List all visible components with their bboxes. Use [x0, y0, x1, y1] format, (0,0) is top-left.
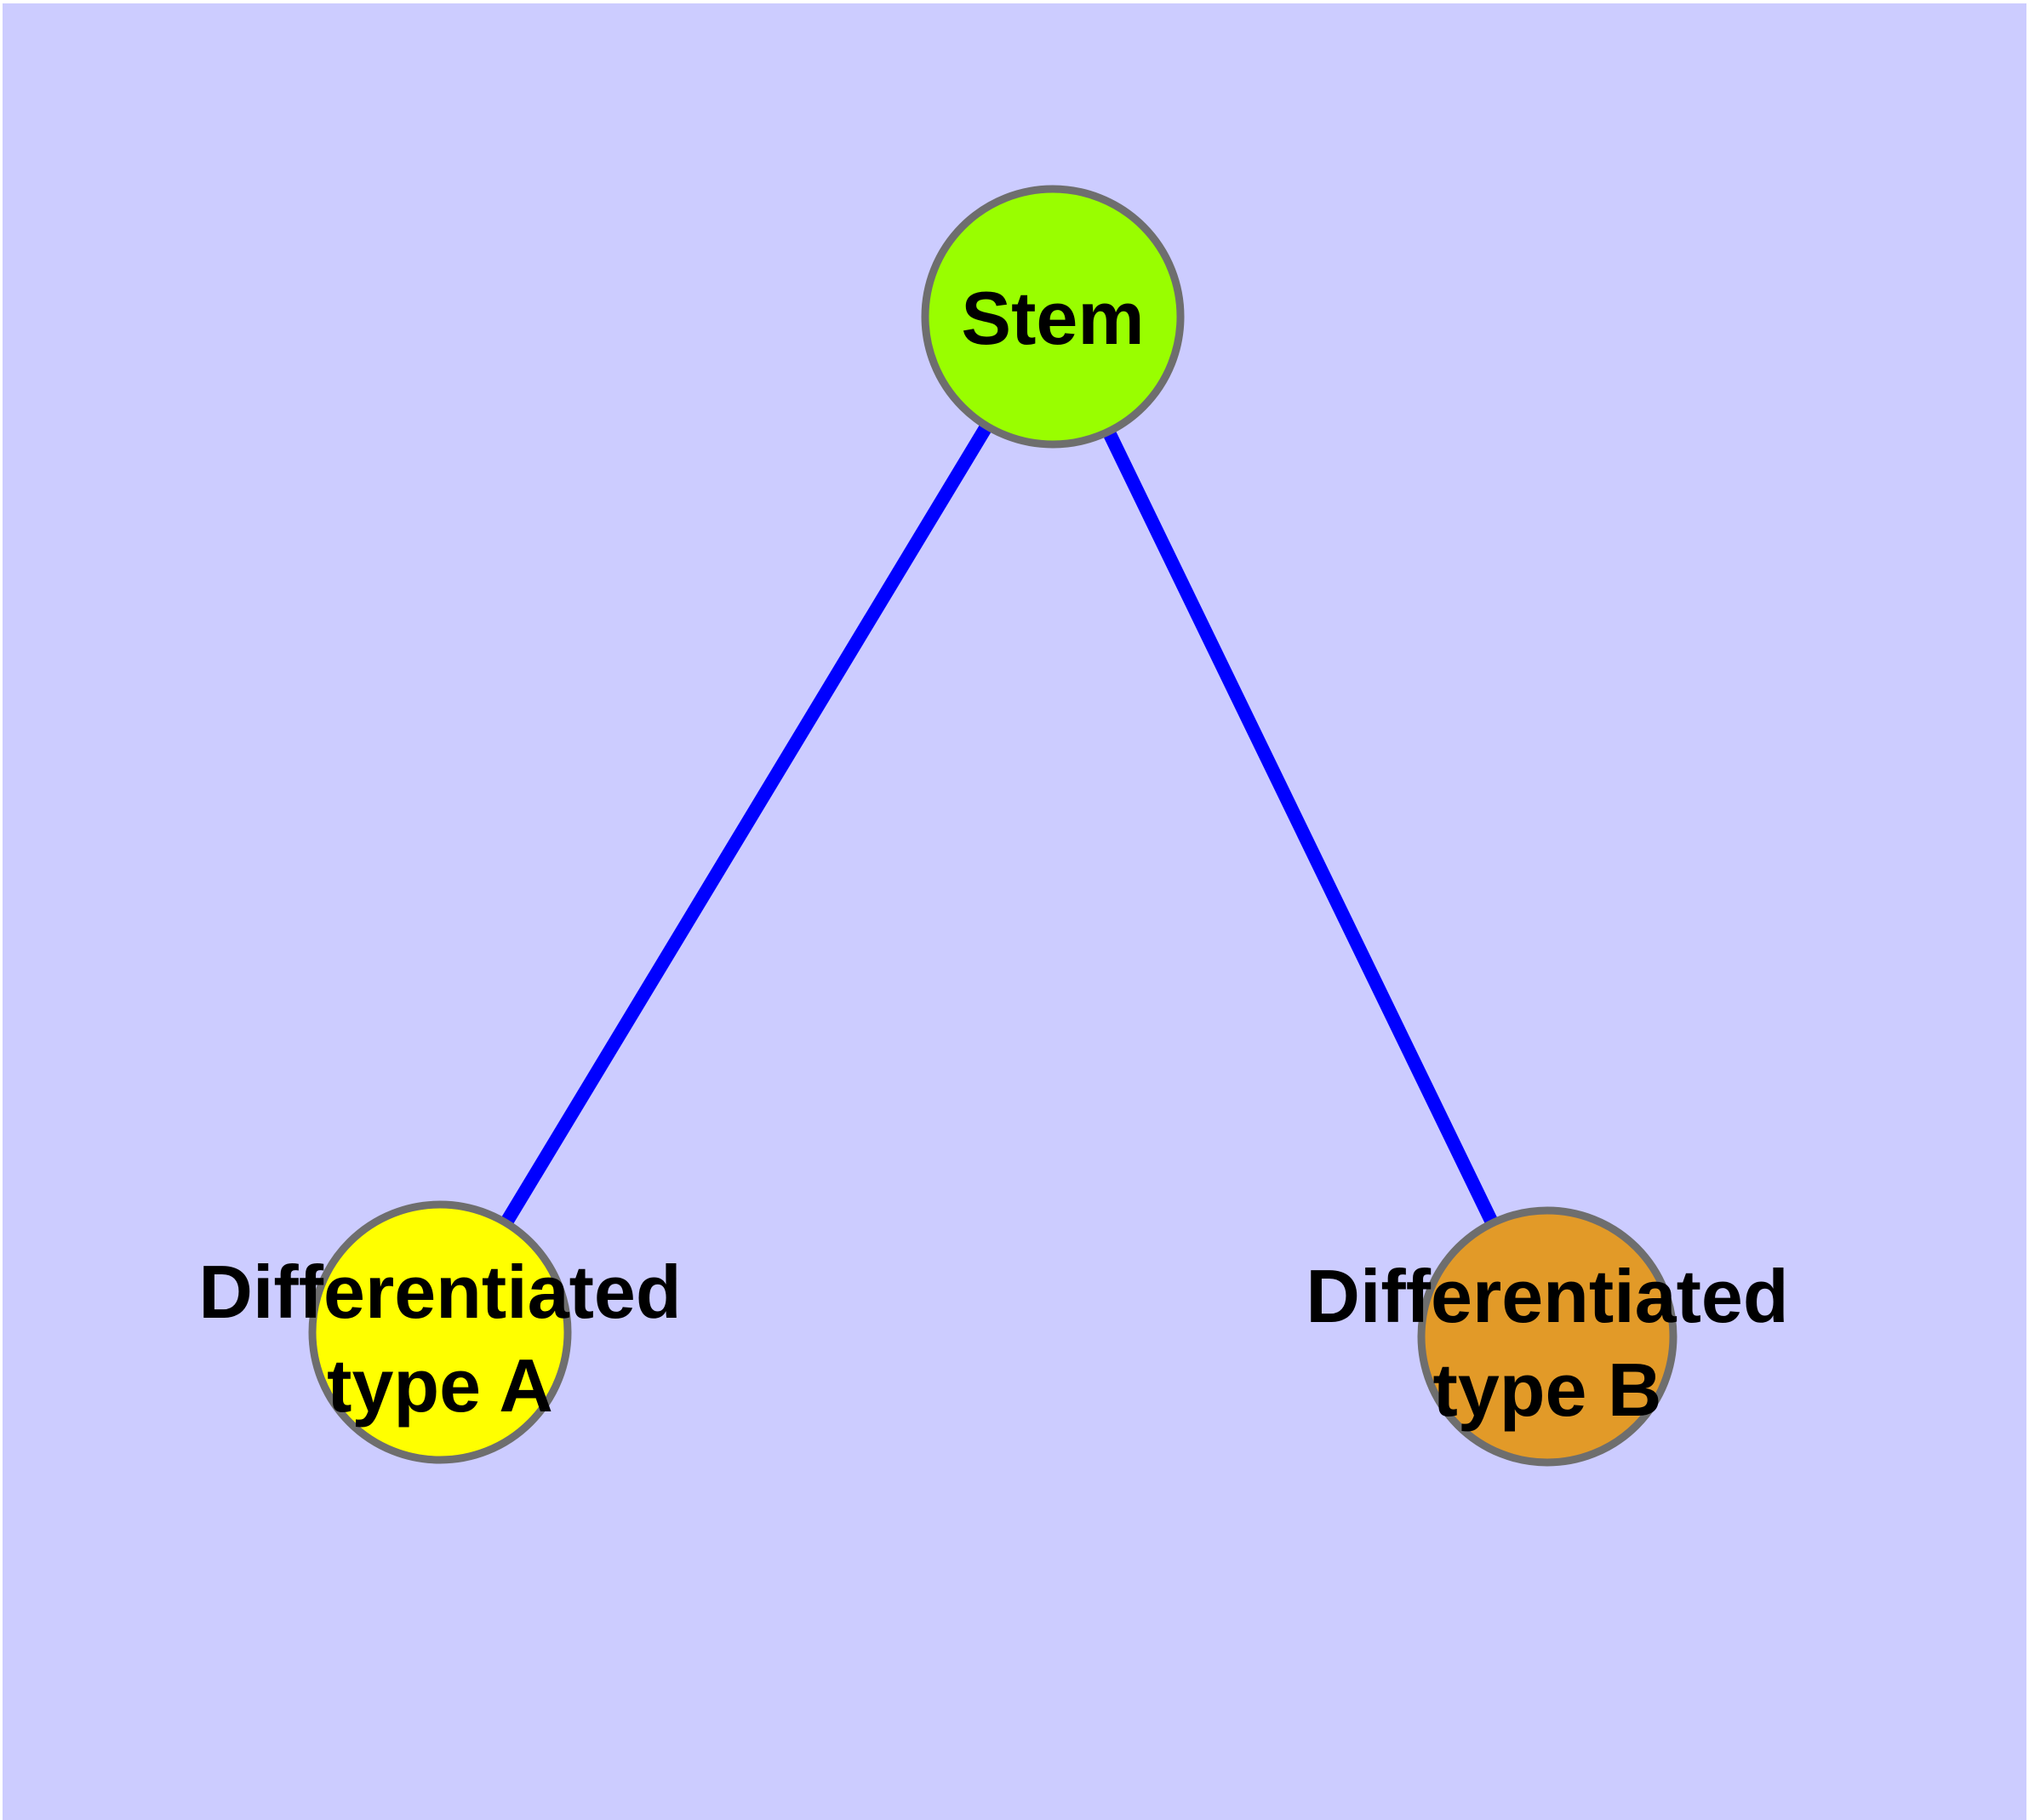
edge-stem-to-type-b	[1046, 313, 1554, 1340]
node-label-stem: Stem	[961, 276, 1144, 360]
node-differentiated-type-b	[1417, 1206, 1677, 1467]
edge-stem-to-type-a	[434, 312, 1059, 1336]
node-differentiated-type-a	[308, 1200, 572, 1464]
node-label-type-a-line2: type A	[327, 1343, 553, 1428]
node-stem	[921, 185, 1185, 449]
node-label-type-b-line2: type B	[1433, 1348, 1662, 1432]
node-label-type-a-line1: Differentiated	[198, 1250, 681, 1334]
node-label-type-b-line1: Differentiated	[1306, 1254, 1788, 1338]
